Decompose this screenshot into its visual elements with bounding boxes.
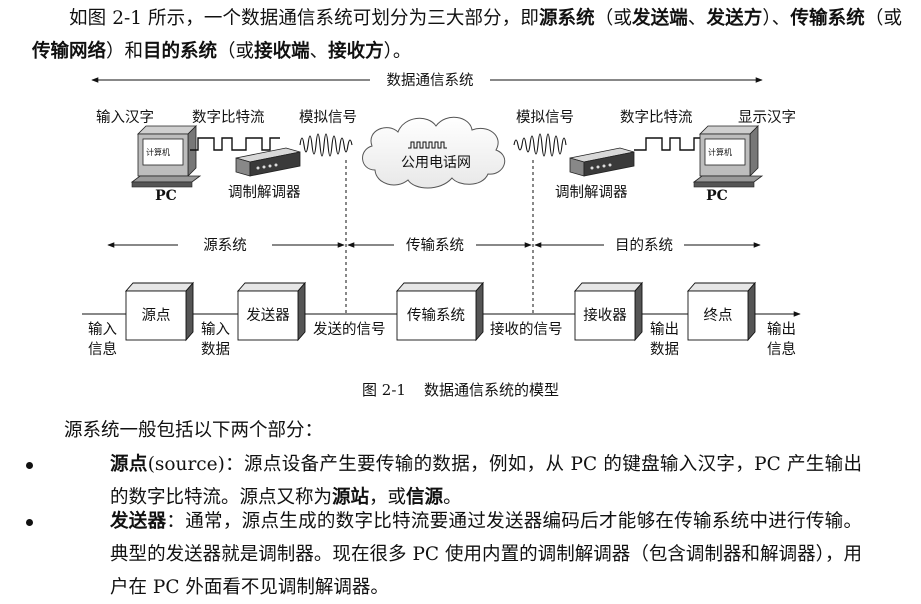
text: ）和 <box>106 41 144 62</box>
term-sending-end: 发送端 <box>632 8 688 29</box>
modem-left-icon: 调制解调器 <box>228 147 301 201</box>
label-input-chinese: 输入汉字 <box>96 109 154 126</box>
system-span-arrow: 数据通信系统 <box>91 72 763 89</box>
label-display-chinese: 显示汉字 <box>738 109 796 126</box>
analog-wave-left <box>299 133 353 157</box>
modem-right-label: 调制解调器 <box>555 184 628 201</box>
term-information-source: 信源 <box>406 487 444 508</box>
pc-right-screen-text: 计算机 <box>708 147 732 157</box>
bullet-text: 源点(source)：源点设备产生要传输的数据，例如，从 PC 的键盘输入汉字，… <box>72 448 862 514</box>
digital-wave-right <box>634 137 704 151</box>
section-destination-system: 目的系统 <box>534 237 761 254</box>
pc-left-label: PC <box>155 188 177 204</box>
text: （或 <box>594 8 633 29</box>
text: 、 <box>687 8 707 29</box>
network-label: 公用电话网 <box>401 155 471 171</box>
bullet-source: 源点(source)：源点设备产生要传输的数据，例如，从 PC 的键盘输入汉字，… <box>26 448 862 514</box>
bullet-dot-icon <box>26 462 33 469</box>
label-input-info-1: 输入 <box>88 321 117 338</box>
bullet-dot-icon <box>26 519 33 526</box>
term-transmission-system: 传输系统 <box>790 8 865 29</box>
intro-paragraph: 如图 2-1 所示，一个数据通信系统可划分为三大部分，即源系统（或发送端、发送方… <box>32 2 902 68</box>
label-input-data-2: 数据 <box>201 341 230 358</box>
text: (source)：源点设备产生要传输的数据，例如，从 PC 的键盘输入汉字，PC… <box>110 454 862 508</box>
label-input-data-1: 输入 <box>201 321 230 338</box>
text: 、 <box>309 41 329 62</box>
label-output-data-2: 数据 <box>650 341 679 358</box>
term-transmission-network: 传输网络 <box>32 41 107 62</box>
label-digital-bitstream-left: 数字比特流 <box>192 109 265 126</box>
term-source-station: 源站 <box>332 487 370 508</box>
label-output-info-2: 信息 <box>767 341 796 358</box>
section-destination-label: 目的系统 <box>615 237 673 254</box>
text: 如图 2-1 所示，一个数据通信系统可划分为三大部分，即 <box>69 8 539 29</box>
block-destination-label: 终点 <box>704 307 733 324</box>
term-transmitter: 发送器 <box>110 511 167 532</box>
pc-right-label: PC <box>706 188 728 204</box>
section-intro: 源系统一般包括以下两个部分： <box>64 420 324 441</box>
bullet-text: 发送器：通常，源点生成的数字比特流要通过发送器编码后才能够在传输系统中进行传输。… <box>72 505 862 604</box>
label-analog-signal-right: 模拟信号 <box>516 109 574 126</box>
modem-left-label: 调制解调器 <box>228 184 301 201</box>
term-receiver: 接收方 <box>328 41 384 62</box>
label-analog-signal-left: 模拟信号 <box>299 109 357 126</box>
block-transmitter-label: 发送器 <box>246 307 290 324</box>
modem-right-icon: 调制解调器 <box>555 147 635 201</box>
term-source-system: 源系统 <box>538 8 595 29</box>
bullet-transmitter: 发送器：通常，源点生成的数字比特流要通过发送器编码后才能够在传输系统中进行传输。… <box>26 505 862 604</box>
section-transmission-system: 传输系统 <box>347 237 532 254</box>
block-transmission-label: 传输系统 <box>407 307 465 324</box>
block-transmitter: 发送器 <box>237 281 306 342</box>
analog-wave-right <box>513 133 567 157</box>
pc-left-icon: 计算机 PC <box>130 125 202 204</box>
label-input-info-2: 信息 <box>88 341 117 358</box>
figure-caption: 图 2-1 数据通信系统的模型 <box>0 380 921 400</box>
pc-right-icon: 计算机 PC <box>692 125 764 204</box>
label-output-info-1: 输出 <box>767 321 796 338</box>
section-source-label: 源系统 <box>203 237 247 254</box>
telephone-network-cloud: 公用电话网 <box>362 116 506 189</box>
caption-number: 图 2-1 <box>362 381 406 399</box>
text: ：通常，源点生成的数字比特流要通过发送器编码后才能够在传输系统中进行传输。典型的… <box>110 511 862 598</box>
term-source: 源点 <box>110 454 148 475</box>
block-receiver: 接收器 <box>574 281 643 342</box>
text: （或 <box>217 41 255 62</box>
block-receiver-label: 接收器 <box>583 307 627 324</box>
block-destination: 终点 <box>687 281 756 342</box>
pc-left-screen-text: 计算机 <box>146 147 170 157</box>
text: ）、 <box>762 8 791 29</box>
section-source-system: 源系统 <box>107 237 345 254</box>
label-sent-signal: 发送的信号 <box>313 321 386 338</box>
text: ）。 <box>383 41 412 62</box>
section-transmission-label: 传输系统 <box>406 237 464 254</box>
label-output-data-1: 输出 <box>650 321 679 338</box>
communication-model-figure: 数据通信系统 输入汉字 数字比特流 模拟信号 模拟信号 数字比特流 显示汉字 计… <box>82 72 801 358</box>
text: ，或 <box>369 487 407 508</box>
text: 。 <box>443 487 462 508</box>
system-label: 数据通信系统 <box>387 72 474 89</box>
term-sender: 发送方 <box>706 8 763 29</box>
caption-title: 数据通信系统的模型 <box>423 381 559 399</box>
label-digital-bitstream-right: 数字比特流 <box>620 109 693 126</box>
term-destination-system: 目的系统 <box>143 41 218 62</box>
block-source-label: 源点 <box>142 307 171 324</box>
label-received-signal: 接收的信号 <box>490 321 563 338</box>
text: （或 <box>864 8 902 29</box>
term-receiving-end: 接收端 <box>254 41 310 62</box>
block-source: 源点 <box>125 281 194 342</box>
block-transmission: 传输系统 <box>396 281 484 342</box>
digital-wave-left <box>190 137 280 151</box>
